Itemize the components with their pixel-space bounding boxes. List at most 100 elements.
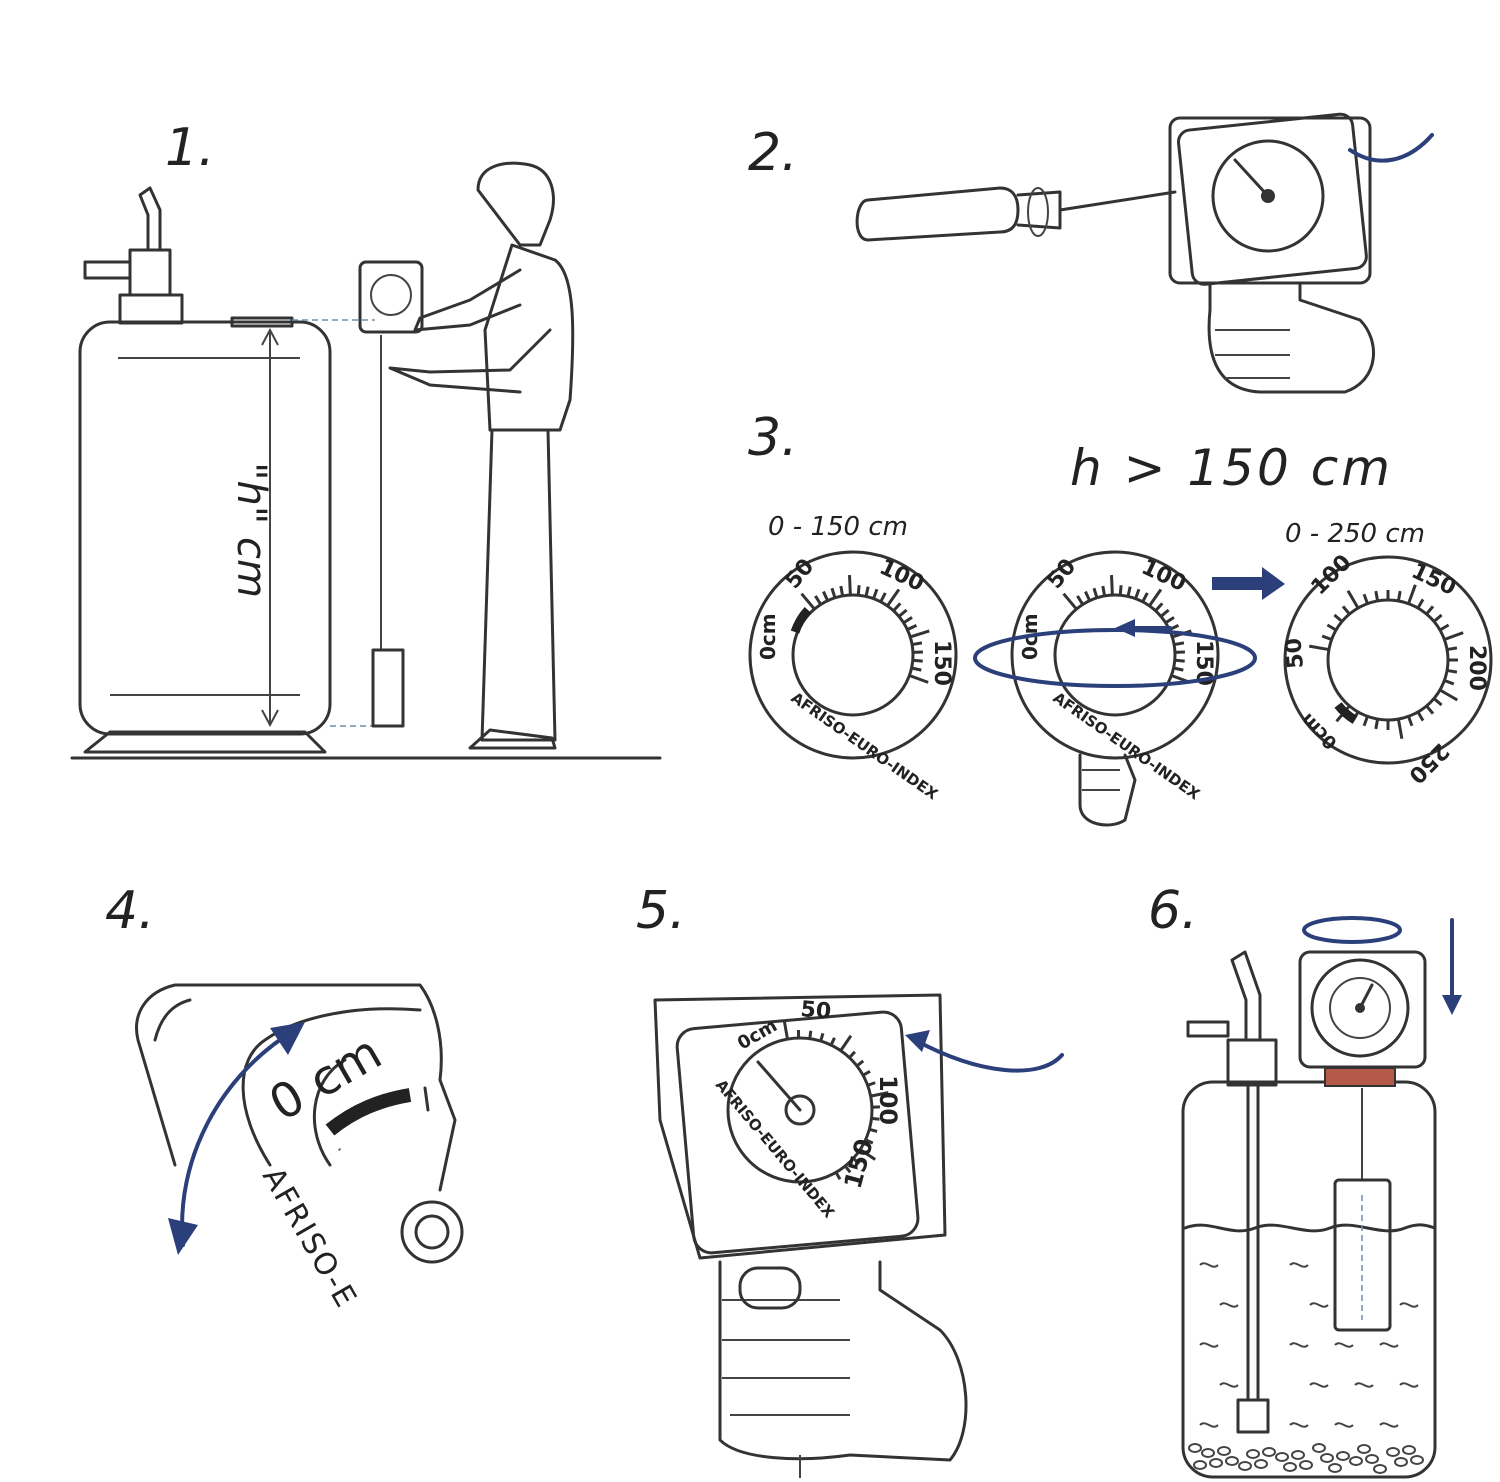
dial-tick-mark — [1174, 658, 1185, 663]
sediment-particle — [1357, 1444, 1371, 1454]
dial-tick-mark — [911, 666, 922, 672]
dial-tick-mark — [1141, 592, 1149, 603]
needle-hub-inner — [414, 1214, 450, 1250]
dial-250-tick-150: 150 — [1407, 559, 1459, 601]
wave-mark — [1289, 1342, 1309, 1348]
height-condition: h > 150 cm — [1070, 439, 1393, 497]
dial-tick-mark — [839, 1034, 853, 1052]
dial-tick-mark — [1374, 718, 1380, 730]
tank-stand — [83, 730, 327, 754]
wave-mark — [1219, 1302, 1239, 1308]
gauge-housing-closeup — [135, 983, 457, 1192]
dial-tick-mark — [1084, 590, 1092, 602]
gauge-hub-2 — [1261, 189, 1275, 203]
dial-tick-mark — [1062, 592, 1078, 611]
dial-tick-mark — [830, 587, 837, 599]
wave-mark — [1199, 1262, 1219, 1268]
dial-tick-mark — [1396, 590, 1402, 602]
dial-tick-mark — [848, 1050, 856, 1059]
dial-tick-mark — [1432, 613, 1443, 623]
gauge-needle-5 — [756, 1060, 802, 1112]
person-head — [476, 161, 555, 247]
dial-tick-mark — [1118, 585, 1123, 596]
dial-tick-mark — [886, 588, 901, 607]
dial-tick-mark — [1396, 718, 1404, 740]
valve-handle-6 — [1230, 950, 1262, 1042]
sediment-particle — [1402, 1445, 1416, 1455]
wave-mark — [1354, 1382, 1374, 1388]
wave-mark — [1379, 1342, 1399, 1348]
wave-mark — [1219, 1382, 1239, 1388]
sediment-particle — [1254, 1459, 1268, 1469]
dial-tick-mark — [872, 588, 879, 600]
gauge-hub-6 — [1355, 1003, 1365, 1013]
dial-150-ticks — [800, 575, 930, 684]
dial-tick-mark — [909, 629, 930, 639]
dial-rotating-brand: AFRISO-EURO-INDEX — [1050, 689, 1204, 804]
sediment-particle — [1291, 1450, 1305, 1460]
dial-150-tick-150: 150 — [929, 640, 954, 686]
dial-150-cm: 0cm 50 100 150 AFRISO-EURO-INDEX — [748, 550, 958, 804]
dial-150-outer — [748, 550, 958, 760]
person-shoe — [468, 728, 557, 750]
held-gauge — [358, 260, 424, 334]
dial-tick-mark — [864, 1138, 874, 1145]
dial-tick-mark — [867, 1081, 876, 1087]
dial-tick-mark — [1092, 587, 1099, 599]
sediment-particle — [1275, 1452, 1289, 1462]
float-6 — [1333, 1178, 1392, 1332]
sediment-particle — [1201, 1448, 1215, 1458]
step-4-panel: 4. 0 cm AFRISO-E — [105, 881, 464, 1315]
tank-body — [78, 320, 332, 736]
dial-tick-mark — [1154, 602, 1164, 612]
sediment-particle — [1320, 1453, 1334, 1463]
dial-250-ticks — [1308, 584, 1464, 740]
step-5-panel: 5. 0cm 50 100 150 AFRISO-EURO-INDEX — [636, 881, 1064, 1478]
brand-partial-closeup: AFRISO-E — [255, 1162, 364, 1315]
liquid-surface — [1183, 1223, 1437, 1233]
sediment-particle — [1386, 1447, 1400, 1457]
dial-tick-mark — [862, 1070, 871, 1077]
wave-mark — [1399, 1382, 1419, 1388]
gauge-dial-2 — [1211, 139, 1325, 253]
dial-tick-mark — [911, 641, 923, 647]
sediment-particle — [1299, 1460, 1313, 1470]
dial-tick-mark — [1443, 679, 1455, 686]
gauge-housing-2 — [1168, 116, 1372, 285]
step-1-panel: 1. "h" cm — [70, 118, 662, 760]
person-upper-arm — [413, 268, 522, 332]
dial-150-tick-100: 100 — [875, 555, 927, 597]
wave-mark — [1399, 1302, 1419, 1308]
sediment-particle — [1283, 1462, 1297, 1472]
dial-tick-mark — [1148, 588, 1163, 607]
hand-fingers-2 — [1215, 329, 1290, 379]
dial-change-arrow — [1212, 567, 1285, 600]
dial-rotating-inner — [1053, 593, 1177, 717]
dial-tick-mark — [829, 1037, 836, 1046]
sediment-particle — [1225, 1456, 1239, 1466]
held-gauge-dial — [370, 274, 412, 316]
dial-tick-mark — [844, 1165, 852, 1174]
dial-tick-mark — [1341, 605, 1351, 616]
gauge-hub-5 — [784, 1094, 816, 1126]
gauge-needle-2 — [1233, 158, 1270, 198]
hand-holding-gauge-5 — [718, 1260, 968, 1462]
dial-rotating-tick-100: 100 — [1137, 555, 1189, 597]
step-2-number: 2. — [748, 123, 798, 183]
dial-tick-mark — [897, 608, 908, 618]
tank-neck — [118, 293, 184, 325]
gauge-housing-6 — [1298, 950, 1427, 1069]
adjust-arrow-head-top — [270, 1022, 305, 1055]
dial-250-tick-50: 50 — [1281, 637, 1309, 670]
dial-tick-mark — [808, 1030, 813, 1039]
wave-mark — [1334, 1422, 1354, 1428]
dial-tick-mark — [1173, 666, 1184, 672]
dial-tick-mark — [1362, 715, 1369, 727]
dial-tick-mark — [1333, 613, 1344, 623]
gauge-mount-ring — [1324, 1067, 1396, 1087]
dial-tick-mark — [1432, 697, 1443, 707]
gauge-5-brand: AFRISO-EURO-INDEX — [712, 1076, 838, 1222]
dial-tick-mark — [819, 1032, 825, 1042]
